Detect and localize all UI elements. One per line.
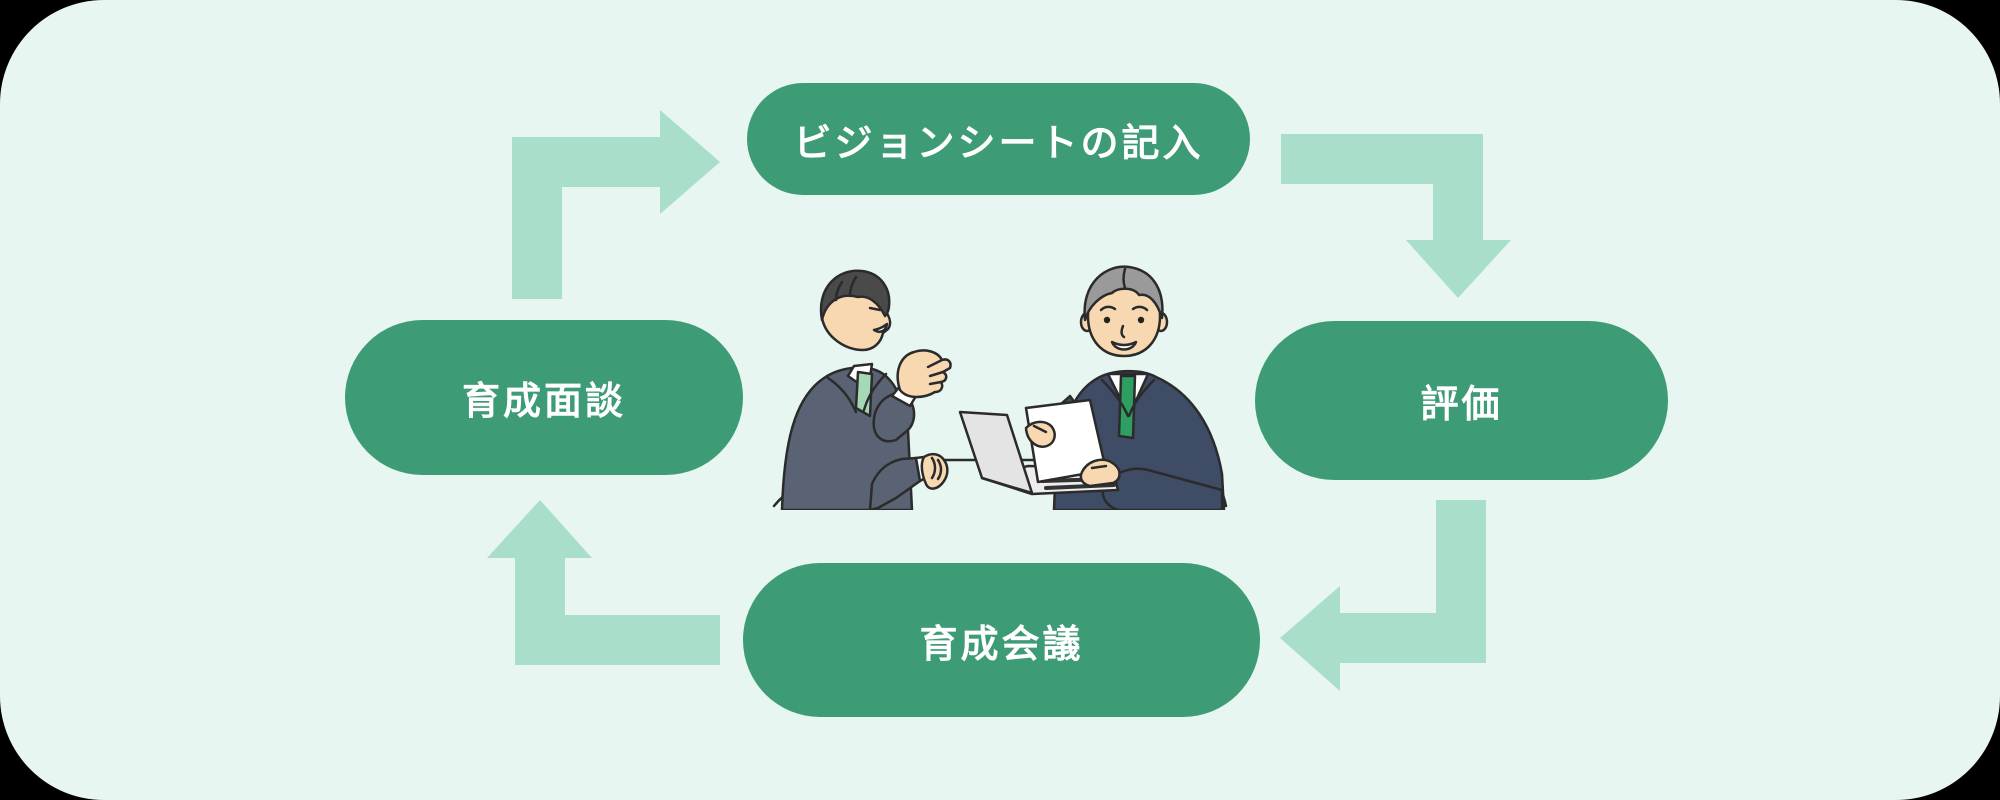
cycle-step-development-meeting: 育成会議 — [743, 563, 1260, 717]
arrow-top-to-right — [1281, 134, 1511, 298]
cycle-step-evaluation: 評価 — [1255, 321, 1668, 480]
younger-man — [780, 269, 952, 510]
document — [1024, 398, 1121, 488]
arrow-bottom-to-left — [487, 500, 720, 665]
arrow-right-to-bottom — [1280, 500, 1486, 691]
cycle-step-vision-sheet: ビジョンシートの記入 — [747, 83, 1250, 195]
arrow-left-to-top — [512, 110, 720, 299]
cycle-step-development-interview: 育成面談 — [345, 320, 743, 475]
businessmen-illustration — [772, 265, 1228, 510]
